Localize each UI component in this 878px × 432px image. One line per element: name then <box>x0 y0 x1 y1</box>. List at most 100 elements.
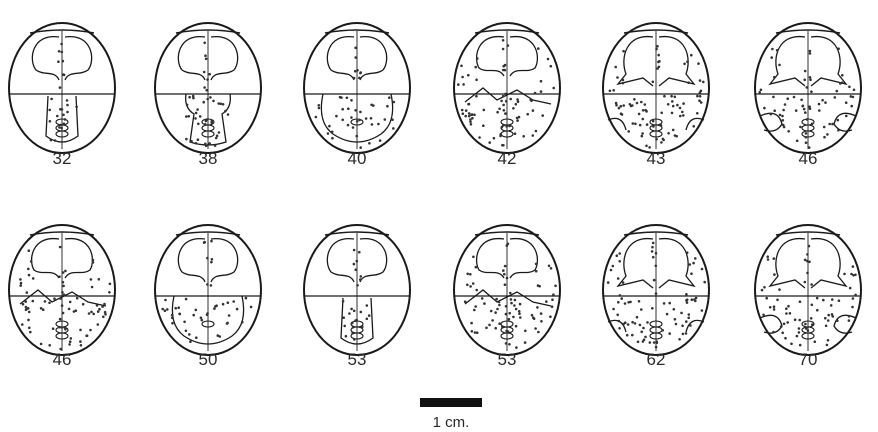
stipple-dot <box>661 329 664 332</box>
stipple-dot <box>206 313 209 316</box>
stipple-dot <box>642 109 645 112</box>
stipple-dot <box>506 277 509 280</box>
stipple-dot <box>20 282 23 285</box>
stipple-dot <box>535 270 538 273</box>
stipple-dot <box>825 325 828 328</box>
stipple-dot <box>655 48 658 51</box>
stipple-dot <box>75 106 78 109</box>
stipple-dot <box>475 289 478 292</box>
stipple-dot <box>483 302 486 305</box>
stipple-dot <box>478 136 481 139</box>
stipple-dot <box>352 126 355 129</box>
stipple-dot <box>498 301 501 304</box>
stipple-dot <box>206 78 209 81</box>
stipple-dot <box>66 111 69 114</box>
stipple-dot <box>62 60 65 63</box>
stipple-dot <box>474 66 477 69</box>
stipple-dot <box>769 306 772 309</box>
stipple-dot <box>786 321 789 324</box>
stipple-dot <box>824 101 827 104</box>
stipple-dot <box>695 297 698 300</box>
stipple-dot <box>830 304 833 307</box>
specimen: 32 <box>9 23 115 168</box>
stipple-dot <box>372 104 375 107</box>
stipple-dot <box>811 123 814 126</box>
stipple-dot <box>799 300 802 303</box>
stipple-dot <box>827 339 830 342</box>
specimen: 53 <box>454 225 560 369</box>
stipple-dot <box>550 65 553 68</box>
stipple-dot <box>803 79 806 82</box>
stipple-dot <box>32 300 35 303</box>
specimen: 43 <box>603 23 709 168</box>
anterior-lobe <box>327 37 354 80</box>
stipple-dot <box>494 327 497 330</box>
specimen-grid: 323840424346465053536270 <box>9 23 861 369</box>
specimen-label: 43 <box>647 149 666 168</box>
stipple-dot <box>350 99 353 102</box>
stipple-dot <box>203 71 206 74</box>
stipple-dot <box>190 140 193 143</box>
stipple-dot <box>108 291 111 294</box>
stipple-dot <box>845 115 848 118</box>
stipple-dot <box>685 320 688 323</box>
stipple-dot <box>699 95 702 98</box>
stipple-dot <box>806 118 809 121</box>
stipple-dot <box>680 312 683 315</box>
stipple-dot <box>63 293 66 296</box>
stipple-dot <box>701 268 704 271</box>
stipple-dot <box>805 141 808 144</box>
stipple-dot <box>853 89 856 92</box>
stipple-dot <box>668 302 671 305</box>
stipple-dot <box>545 300 548 303</box>
stipple-dot <box>202 101 205 104</box>
stipple-dot <box>513 304 516 307</box>
stipple-dot <box>801 105 804 108</box>
stipple-dot <box>789 312 792 315</box>
stipple-dot <box>25 308 28 311</box>
stipple-dot <box>361 325 364 328</box>
stipple-dot <box>328 125 331 128</box>
stipple-dot <box>690 54 693 57</box>
stipple-dot <box>204 123 207 126</box>
stipple-dot <box>171 314 174 317</box>
anterior-lobe <box>360 239 387 282</box>
stipple-dot <box>62 312 65 315</box>
stipple-dot <box>49 120 52 123</box>
specimen: 53 <box>304 225 410 369</box>
stipple-dot <box>622 82 625 85</box>
stipple-dot <box>356 135 359 138</box>
stipple-dot <box>827 314 830 317</box>
stipple-dot <box>206 283 209 286</box>
stipple-dot <box>469 285 472 288</box>
stipple-dot <box>57 60 60 63</box>
stipple-dot <box>53 297 56 300</box>
stipple-dot <box>488 141 491 144</box>
stipple-dot <box>518 116 521 119</box>
stipple-dot <box>818 103 821 106</box>
stipple-dot <box>58 50 61 53</box>
stipple-dot <box>504 93 507 96</box>
stipple-dot <box>696 95 699 98</box>
anterior-lobe <box>811 37 846 86</box>
stipple-dot <box>50 139 53 142</box>
stipple-dot <box>28 249 31 252</box>
stipple-dot <box>540 90 543 93</box>
stipple-dot <box>19 284 22 287</box>
stipple-dot <box>761 289 764 292</box>
stipple-dot <box>674 318 677 321</box>
stipple-dot <box>624 302 627 305</box>
anterior-lobe <box>510 239 537 278</box>
stipple-dot <box>638 113 641 116</box>
stipple-dot <box>490 310 493 313</box>
stipple-dot <box>536 306 539 309</box>
stipple-dot <box>505 342 508 345</box>
stipple-dot <box>670 95 673 98</box>
stipple-dot <box>63 123 66 126</box>
stipple-dot <box>532 134 535 137</box>
stipple-dot <box>516 98 519 101</box>
stipple-dot <box>318 107 321 110</box>
stipple-dot <box>773 76 776 79</box>
stipple-dot <box>30 260 33 263</box>
stipple-dot <box>358 119 361 122</box>
